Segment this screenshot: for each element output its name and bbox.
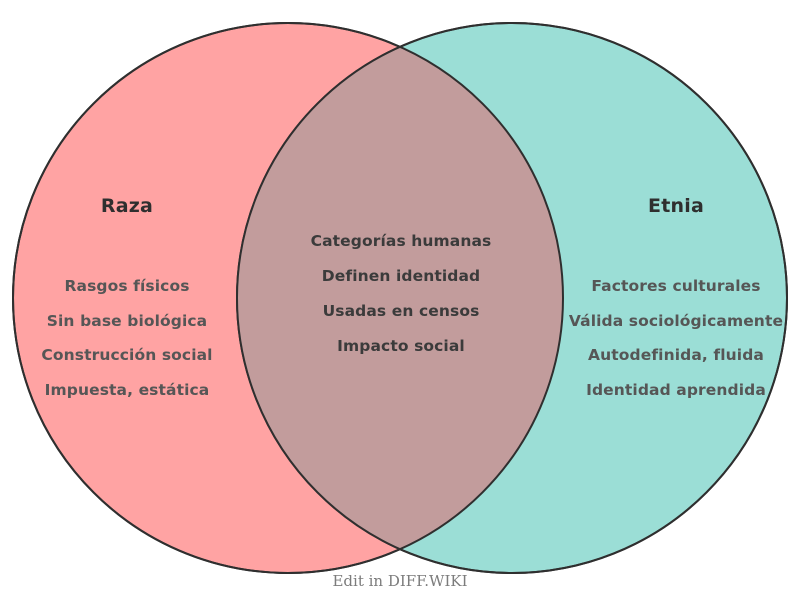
intersection-region[interactable] <box>237 23 787 573</box>
edit-link[interactable]: Edit in DIFF.WIKI <box>332 572 468 590</box>
left-set-outline <box>12 22 564 574</box>
right-set-outline <box>236 22 788 574</box>
